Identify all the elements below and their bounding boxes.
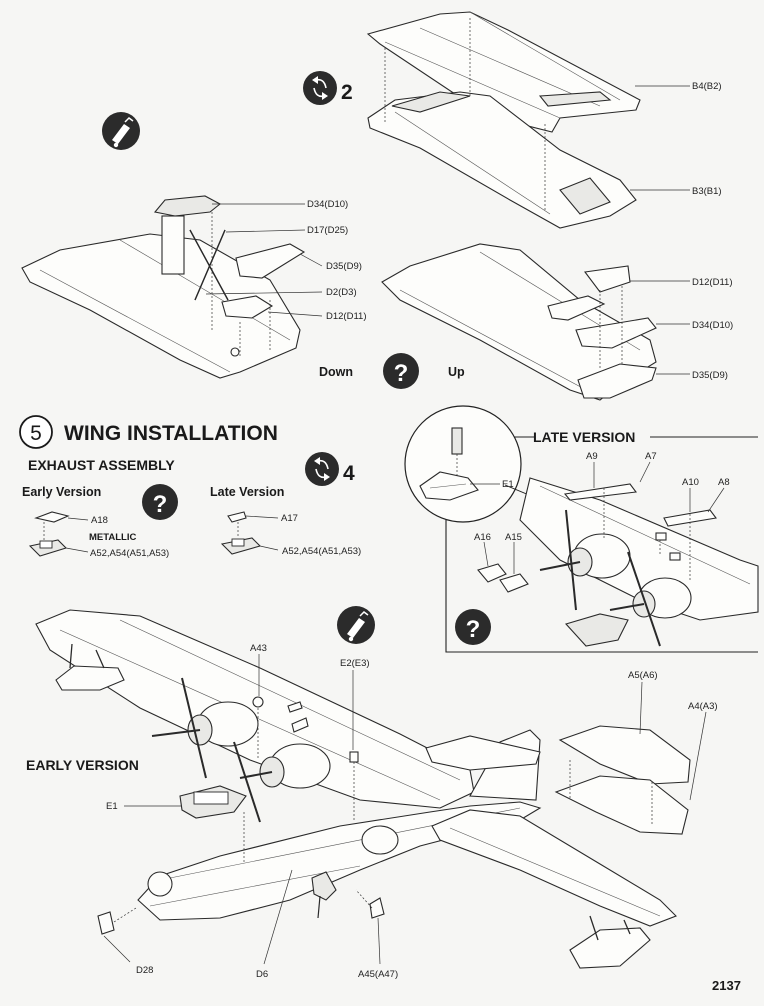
label-a8: A8 [718,477,730,488]
label-down: Down [319,365,353,379]
exhaust-assembly-title: EXHAUST ASSEMBLY [28,457,175,473]
label-d28: D28 [136,965,153,976]
svg-text:?: ? [153,491,168,518]
label-a16: A16 [474,532,491,543]
label-d34-left: D34(D10) [307,199,348,210]
label-d6: D6 [256,969,268,980]
step-number-badge: 5 [19,415,53,449]
sub-step-2-number: 2 [341,81,353,104]
glue-bottle-icon-early [337,606,375,644]
label-a52-early: A52,A54(A51,A53) [90,548,169,559]
svg-text:?: ? [394,360,409,387]
label-a52-late: A52,A54(A51,A53) [282,546,361,557]
right-wing-float-assembly [381,243,657,401]
label-d17: D17(D25) [307,225,348,236]
exhaust-late-parts [220,511,262,555]
page-number: 2137 [712,978,741,993]
late-version-title: LATE VERSION [533,429,635,445]
exhaust-early-parts [28,511,70,557]
label-a10: A10 [682,477,699,488]
question-badge-updown: ? [383,353,419,389]
wing-alignment-lines [384,18,546,210]
label-a5: A5(A6) [628,670,658,681]
lower-wing-half-b3 [367,91,637,229]
detail-magnifier [404,405,566,523]
rotate-arrows-icon-4 [305,452,339,486]
label-up: Up [448,365,465,379]
catalina-aircraft-early [35,609,691,969]
label-a45: A45(A47) [358,969,398,980]
label-a43: A43 [250,643,267,654]
label-a9: A9 [586,451,598,462]
label-a7: A7 [645,451,657,462]
label-e1-early: E1 [106,801,118,812]
early-version-title: EARLY VERSION [26,757,139,773]
svg-text:5: 5 [30,422,42,445]
label-a17: A17 [281,513,298,524]
label-metallic: METALLIC [89,532,136,543]
label-a18: A18 [91,515,108,526]
label-e1-late: E1 [502,479,514,490]
label-a15: A15 [505,532,522,543]
late-engine-assembly [477,477,759,647]
question-badge-late: ? [455,609,491,645]
rotate-arrows-icon [303,71,337,105]
label-d34-right: D34(D10) [692,320,733,331]
label-d2: D2(D3) [326,287,357,298]
question-badge-exhaust: ? [142,484,178,520]
svg-text:?: ? [466,616,481,643]
label-d35-left: D35(D9) [326,261,362,272]
label-d35-right: D35(D9) [692,370,728,381]
label-b3: B3(B1) [692,186,722,197]
late-version-label: Late Version [210,485,284,499]
label-d12-left: D12(D11) [326,311,366,322]
step-title: WING INSTALLATION [64,422,278,445]
early-version-label: Early Version [22,485,101,499]
label-a4: A4(A3) [688,701,718,712]
label-d12-right: D12(D11) [692,277,732,288]
left-wing-float-assembly [21,195,306,379]
label-b4: B4(B2) [692,81,722,92]
sub-step-4-number: 4 [343,462,355,485]
label-e2: E2(E3) [340,658,370,669]
glue-bottle-icon [102,112,140,150]
